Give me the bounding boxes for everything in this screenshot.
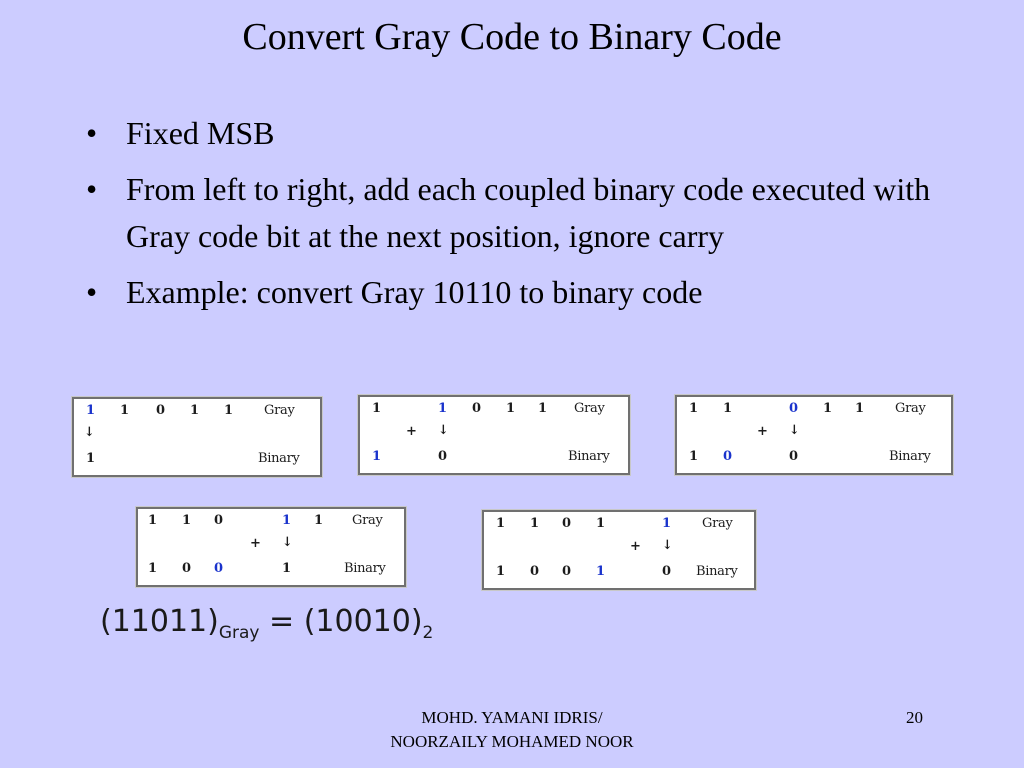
step-box-2: 1 1 0 1 1 Gray + ↓ 1 0 Binary [358, 395, 630, 475]
gray-bit: 1 [438, 401, 448, 416]
binary-bit: 0 [562, 564, 572, 579]
bullet-text: From left to right, add each coupled bin… [126, 171, 931, 254]
binary-bit: 0 [723, 449, 733, 464]
bullet-text: Example: convert Gray 10110 to binary co… [126, 274, 703, 310]
slide-title: Convert Gray Code to Binary Code [242, 16, 782, 58]
page-number: 20 [906, 708, 923, 727]
gray-bit: 0 [472, 401, 482, 416]
gray-bit: 0 [789, 401, 799, 416]
binary-label: Binary [696, 564, 738, 579]
binary-bit: 0 [182, 561, 192, 576]
gray-label: Gray [574, 401, 605, 416]
bullet-dot: • [86, 171, 98, 207]
down-arrow-icon: ↓ [789, 423, 800, 438]
footer-author-line: NOORZAILY MOHAMED NOOR [390, 732, 634, 751]
binary-bit: 1 [689, 449, 699, 464]
gray-bit: 1 [190, 403, 200, 418]
down-arrow-icon: ↓ [662, 538, 673, 553]
gray-bit: 1 [538, 401, 548, 416]
binary-bit: 1 [372, 449, 382, 464]
gray-bit: 1 [182, 513, 192, 528]
binary-bit: 1 [148, 561, 158, 576]
bullet-item: • From left to right, add each coupled b… [86, 166, 946, 260]
bullet-item: • Fixed MSB [86, 110, 946, 157]
gray-bit: 1 [855, 401, 865, 416]
binary-label: Binary [889, 449, 931, 464]
gray-bit: 1 [314, 513, 324, 528]
result-formula: (11011)Gray = (10010)2 [100, 604, 433, 643]
gray-bit: 0 [214, 513, 224, 528]
binary-bit: 0 [530, 564, 540, 579]
formula-rhs: (10010) [303, 604, 423, 639]
step-box-5: 1 1 0 1 1 Gray + ↓ 1 0 0 1 0 Binary [482, 510, 756, 590]
formula-rhs-subscript: 2 [422, 623, 434, 643]
gray-bit: 1 [282, 513, 292, 528]
binary-label: Binary [258, 451, 300, 466]
gray-bit: 1 [689, 401, 699, 416]
bullet-list: • Fixed MSB • From left to right, add ea… [86, 110, 946, 325]
step-box-1: 1 1 0 1 1 Gray ↓ 1 Binary [72, 397, 322, 477]
bullet-dot: • [86, 274, 98, 310]
plus-sign: + [757, 424, 768, 439]
gray-label: Gray [895, 401, 926, 416]
step-box-4: 1 1 0 1 1 Gray + ↓ 1 0 0 1 Binary [136, 507, 406, 587]
formula-equals: = [259, 604, 304, 639]
footer-author: MOHD. YAMANI IDRIS/ NOORZAILY MOHAMED NO… [340, 706, 684, 754]
binary-bit: 1 [282, 561, 292, 576]
footer-author-line: MOHD. YAMANI IDRIS/ [421, 708, 603, 727]
down-arrow-icon: ↓ [282, 535, 293, 550]
binary-bit: 0 [662, 564, 672, 579]
binary-bit: 0 [438, 449, 448, 464]
bullet-text: Fixed MSB [126, 115, 275, 151]
gray-bit: 1 [662, 516, 672, 531]
gray-bit: 1 [823, 401, 833, 416]
binary-label: Binary [344, 561, 386, 576]
binary-bit: 0 [789, 449, 799, 464]
binary-label: Binary [568, 449, 610, 464]
plus-sign: + [250, 536, 261, 551]
binary-bit: 0 [214, 561, 224, 576]
gray-bit: 1 [86, 403, 96, 418]
gray-bit: 1 [506, 401, 516, 416]
binary-bit: 1 [596, 564, 606, 579]
gray-bit: 1 [372, 401, 382, 416]
gray-label: Gray [352, 513, 383, 528]
bullet-item: • Example: convert Gray 10110 to binary … [86, 269, 946, 316]
down-arrow-icon: ↓ [84, 425, 95, 440]
formula-lhs: (11011) [100, 604, 219, 639]
gray-bit: 0 [156, 403, 166, 418]
step-box-3: 1 1 0 1 1 Gray + ↓ 1 0 0 Binary [675, 395, 953, 475]
formula-lhs-subscript: Gray [218, 623, 260, 643]
gray-bit: 1 [224, 403, 234, 418]
gray-bit: 1 [530, 516, 540, 531]
plus-sign: + [630, 539, 641, 554]
gray-bit: 0 [562, 516, 572, 531]
binary-bit: 1 [496, 564, 506, 579]
gray-bit: 1 [120, 403, 130, 418]
gray-label: Gray [702, 516, 733, 531]
gray-bit: 1 [496, 516, 506, 531]
gray-label: Gray [264, 403, 295, 418]
down-arrow-icon: ↓ [438, 423, 449, 438]
bullet-dot: • [86, 115, 98, 151]
gray-bit: 1 [596, 516, 606, 531]
binary-bit: 1 [86, 451, 96, 466]
plus-sign: + [406, 424, 417, 439]
gray-bit: 1 [148, 513, 158, 528]
gray-bit: 1 [723, 401, 733, 416]
